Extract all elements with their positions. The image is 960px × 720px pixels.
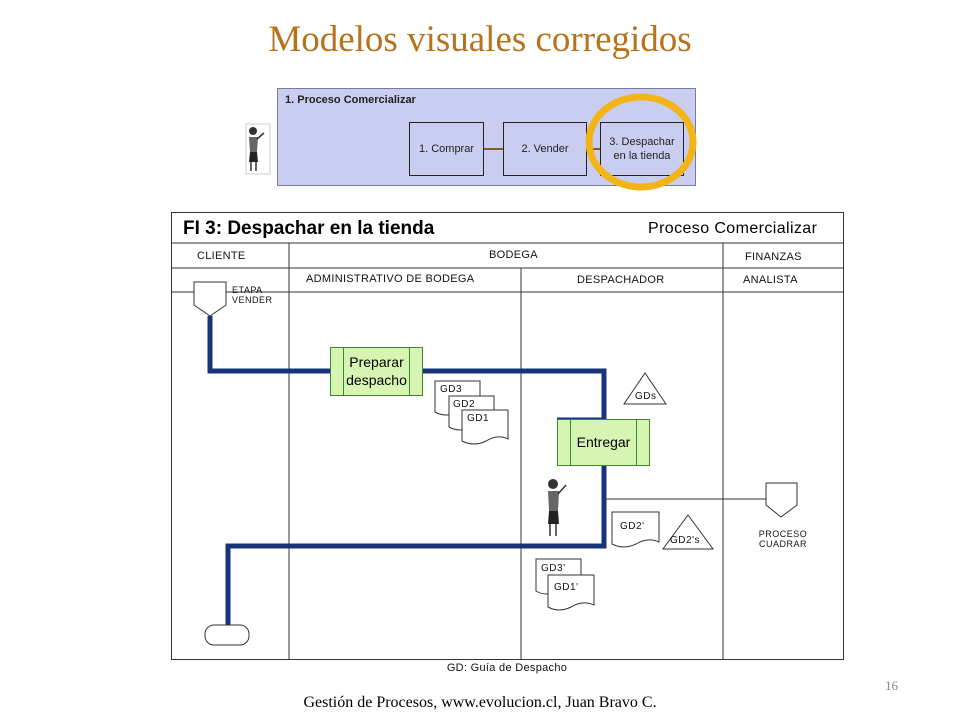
activity-preparar-label: Preparar despacho bbox=[346, 354, 407, 388]
swimlane-grid bbox=[171, 242, 844, 660]
document-stack-admin bbox=[434, 380, 509, 445]
lane-analista: ANALISTA bbox=[743, 274, 798, 286]
footer-caption: Gestión de Procesos, www.evolucion.cl, J… bbox=[303, 694, 657, 711]
activity-entregar: Entregar bbox=[557, 419, 650, 466]
stock-gds-label: GDs bbox=[635, 391, 657, 402]
step-connector-2 bbox=[587, 148, 600, 150]
person-icon-despachador bbox=[548, 479, 567, 536]
doc-gd2-label: GD2 bbox=[453, 399, 476, 410]
legend-text: GD: Guía de Despacho bbox=[446, 662, 568, 674]
end-connector-shape bbox=[765, 482, 798, 518]
stock-gd2ps-label: GD2's bbox=[670, 535, 700, 546]
flow-process-name: Proceso Comercializar bbox=[648, 220, 818, 237]
doc-gd2-prime-label: GD2' bbox=[620, 521, 645, 532]
person-icon-top bbox=[245, 123, 271, 175]
end-process-label: PROCESO CUADRAR bbox=[758, 529, 808, 549]
step-comprar: 1. Comprar bbox=[409, 122, 484, 176]
doc-gd3-prime-label: GD3' bbox=[541, 563, 566, 574]
doc-gd1-prime-label: GD1' bbox=[554, 582, 579, 593]
start-connector-shape bbox=[193, 281, 227, 317]
slide-title: Modelos visuales corregidos bbox=[268, 19, 692, 60]
stock-gd2ps-shape bbox=[662, 514, 714, 550]
flow-diagram-frame bbox=[171, 212, 844, 660]
pool-bodega: BODEGA bbox=[489, 249, 538, 261]
page-number: 16 bbox=[885, 678, 898, 693]
process-overview-header: 1. Proceso Comercializar bbox=[285, 94, 416, 106]
step-despachar: 3. Despachar en la tienda bbox=[600, 122, 684, 176]
doc-gd2-prime-shape bbox=[611, 511, 660, 548]
doc-gd1-label: GD1 bbox=[467, 413, 490, 424]
flow-title: FI 3: Despachar en la tienda bbox=[183, 218, 435, 239]
activity-entregar-label: Entregar bbox=[576, 434, 631, 450]
activity-preparar-despacho: Preparar despacho bbox=[330, 347, 423, 396]
highlight-circle bbox=[585, 93, 697, 191]
step-vender: 2. Vender bbox=[503, 122, 587, 176]
doc-gd1-prime-shape bbox=[547, 574, 595, 611]
pool-finanzas: FINANZAS bbox=[745, 251, 802, 263]
doc-gd3-label: GD3 bbox=[440, 384, 463, 395]
step-connector-1 bbox=[484, 148, 503, 150]
lane-despachador: DESPACHADOR bbox=[577, 274, 665, 286]
lane-administrativo: ADMINISTRATIVO DE BODEGA bbox=[306, 273, 475, 285]
stock-gds-shape bbox=[623, 372, 667, 405]
start-label: ETAPA VENDER bbox=[232, 285, 273, 305]
pool-cliente: CLIENTE bbox=[197, 250, 246, 262]
end-terminator bbox=[204, 624, 250, 646]
